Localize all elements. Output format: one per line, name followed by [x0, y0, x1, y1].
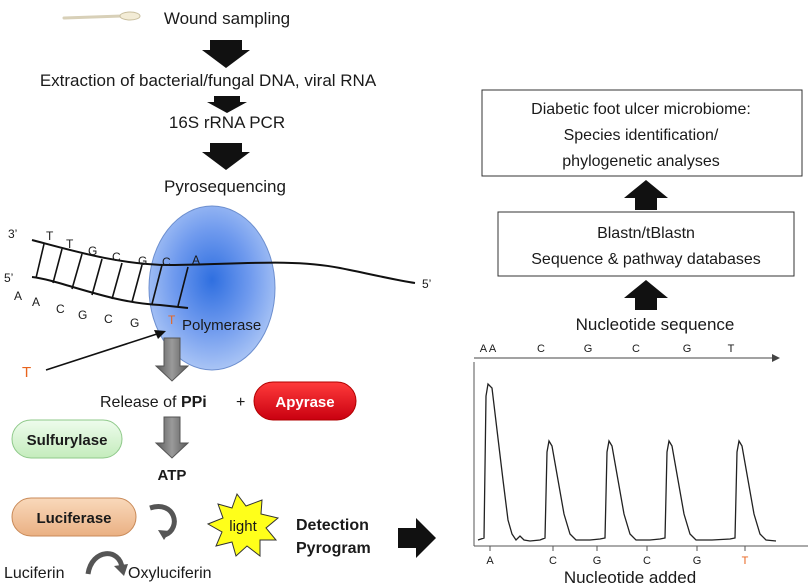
sequence-tick: A A [480, 343, 497, 355]
added-nucleotide-tick-highlight: T [742, 555, 749, 567]
gray-down-arrow-icon [154, 337, 190, 382]
sulfurylase-label: Sulfurylase [27, 432, 108, 449]
microbiome-line: Diabetic foot ulcer microbiome: [531, 101, 751, 118]
blast-line: Sequence & pathway databases [531, 251, 761, 268]
blast-line: Blastn/tBlastn [597, 225, 695, 242]
sulfurylase-enzyme [11, 419, 123, 459]
pyrogram [473, 354, 808, 547]
added-nucleotide-tick: G [693, 555, 702, 567]
arrowhead-icon [158, 530, 170, 540]
dna-base-bottom: G [78, 308, 87, 322]
luciferase-label: Luciferase [36, 510, 111, 527]
added-nucleotide-tick: C [643, 555, 651, 567]
pyrogram-trace [477, 382, 777, 542]
up-arrow-icon [624, 280, 668, 310]
dna-duplex [31, 239, 416, 309]
sequence-tick: T [728, 343, 735, 355]
sequence-tick: C [632, 343, 640, 355]
arrowhead-icon [114, 564, 128, 576]
dna-base-bottom: A [14, 289, 22, 303]
dna-base-bottom: A [32, 295, 40, 309]
gray-down-arrow-icon [154, 416, 190, 459]
apyrase-enzyme [253, 381, 357, 421]
detection-label: Detection [296, 517, 369, 534]
dna-base-top: G [88, 244, 97, 258]
microbiome-line: Species identification/ [564, 127, 719, 144]
sequence-tick: G [683, 343, 692, 355]
x-axis-label: Nucleotide added [564, 568, 696, 585]
arrowhead-icon [154, 330, 166, 339]
dna-base-top: C [112, 250, 121, 264]
swab-icon [62, 11, 141, 21]
dna-base-top: G [138, 254, 147, 268]
polymerase-label: Polymerase [182, 317, 261, 334]
curved-arrow-icon [85, 551, 125, 575]
microbiome-line: phylogenetic analyses [562, 153, 719, 170]
added-nucleotide-tick: G [593, 555, 602, 567]
up-arrow-icon [624, 180, 668, 210]
dna-base-top: A [192, 253, 200, 267]
x-ticks [489, 546, 746, 551]
blast-box [497, 211, 795, 277]
apyrase-label: Apyrase [275, 394, 334, 411]
dna-base-added: T [168, 313, 176, 327]
flow-arrow-icon [202, 143, 250, 170]
microbiome-box [481, 89, 803, 177]
added-nucleotide-tick: C [549, 555, 557, 567]
dna-base-top: C [162, 255, 171, 269]
right-arrow-icon [398, 518, 436, 558]
dna-base-top: T [46, 229, 54, 243]
atp-label: ATP [158, 467, 187, 484]
sequence-tick: C [537, 343, 545, 355]
sequence-tick: G [584, 343, 593, 355]
dna-base-bottom: C [104, 312, 113, 326]
incoming-nucleotide: T [22, 364, 31, 381]
nucleotide-sequence-label: Nucleotide sequence [576, 315, 735, 334]
pyrogram-label: Pyrogram [296, 540, 371, 557]
added-nucleotide-tick: A [486, 555, 494, 567]
strand-label-5prime-left: 5’ [4, 271, 13, 285]
step-pyrosequencing: Pyrosequencing [164, 177, 286, 196]
step-pcr: 16S rRNA PCR [169, 113, 285, 132]
strand-label-5prime-right: 5’ [422, 277, 431, 291]
arrowhead-icon [772, 354, 780, 362]
flow-arrow-icon [207, 96, 247, 113]
release-of-ppi: Release of PPi [100, 394, 207, 411]
light-label: light [229, 518, 257, 535]
step-extraction: Extraction of bacterial/fungal DNA, vira… [40, 71, 377, 90]
dna-base-top: T [66, 237, 74, 251]
dna-base-bottom: C [56, 302, 65, 316]
luciferin-label: Luciferin [4, 565, 64, 582]
incorporation-arrow [45, 332, 161, 371]
flow-arrow-icon [202, 40, 250, 68]
dna-base-bottom: G [130, 316, 139, 330]
plus-sign: + [236, 394, 245, 411]
luciferase-enzyme [11, 497, 137, 537]
polymerase-enzyme [148, 205, 276, 371]
light-burst-icon [206, 492, 280, 558]
strand-label-3prime: 3’ [8, 227, 17, 241]
step-wound-sampling: Wound sampling [164, 9, 290, 28]
oxyluciferin-label: Oxyluciferin [128, 565, 212, 582]
